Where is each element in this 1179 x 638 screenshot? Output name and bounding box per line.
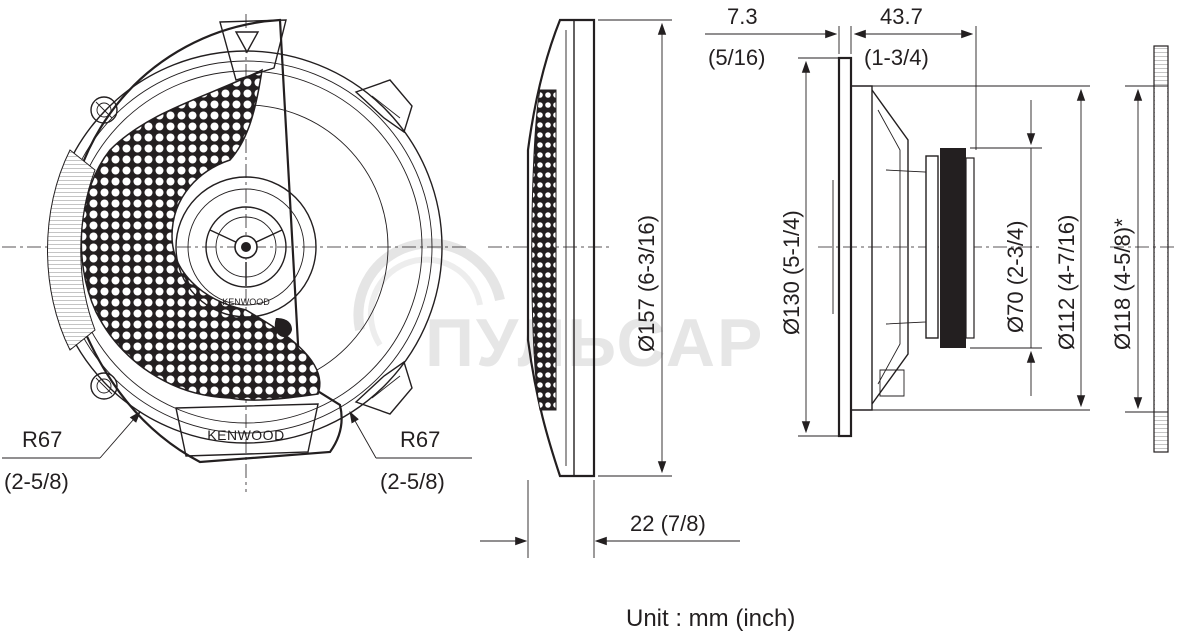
watermark-logo-icon <box>353 238 505 347</box>
tweeter-surround <box>175 176 317 318</box>
profile-basket-rim <box>850 85 873 411</box>
brand-plate <box>175 403 319 457</box>
mounting-tab-bottom <box>354 360 413 415</box>
front-view: KENWOOD KENWOOD <box>2 14 472 492</box>
profile-top-plate <box>925 155 939 339</box>
grille-mesh <box>80 68 321 401</box>
mounting-tab-top <box>354 79 413 134</box>
flange-diameter-label: Ø130 (5-1/4) <box>779 210 804 335</box>
screw-hole-top-icon <box>90 96 118 124</box>
terminal-drop-icon <box>274 318 292 338</box>
grille-ribbed-band <box>47 149 96 351</box>
flange-thickness-label: 7.3 <box>727 4 758 29</box>
profile-basket-cone <box>871 89 909 405</box>
cutout-diameter-label: Ø118 (4-5/8)* <box>1110 218 1135 350</box>
flange-thickness-inch-label: (5/16) <box>708 45 765 70</box>
watermark: ПУЛЬСАР <box>353 238 762 381</box>
side-view <box>480 18 740 558</box>
alignment-triangle-icon <box>234 31 260 54</box>
depth-label: 22 (7/8) <box>630 511 706 536</box>
profile-terminal <box>879 369 905 397</box>
mount-depth-inch-label: (1-3/4) <box>864 45 929 70</box>
radius-right-label: R67 <box>400 427 440 452</box>
magnet-diameter-label: Ø70 (2-3/4) <box>1003 221 1028 334</box>
profile-view <box>705 26 1090 438</box>
radius-right-inch-label: (2-5/8) <box>380 469 445 494</box>
grille-top-tab <box>219 19 287 81</box>
brand-plate-label: KENWOOD <box>207 427 284 443</box>
radius-left-label: R67 <box>22 427 62 452</box>
panel-cutout-gap <box>1155 86 1167 412</box>
side-grille-mesh <box>531 89 557 411</box>
unit-note: Unit : mm (inch) <box>626 605 795 632</box>
tweeter-bridge-icon <box>209 229 283 286</box>
side-grille-body <box>526 18 596 478</box>
outer-diameter-label: Ø157 (6-3/16) <box>634 215 659 352</box>
cutout-view <box>1110 45 1176 453</box>
radius-left-inch-label: (2-5/8) <box>4 469 69 494</box>
mount-depth-label: 43.7 <box>880 4 923 29</box>
screw-hole-bottom-icon <box>90 372 118 400</box>
profile-magnet <box>940 148 966 348</box>
tweeter-housing <box>205 206 287 288</box>
profile-basket-spoke <box>877 109 901 385</box>
radius-right-arrow <box>349 410 377 459</box>
profile-back-plate <box>965 157 975 339</box>
radius-left-arrow <box>99 411 141 459</box>
tweeter-ring <box>187 188 305 306</box>
tweeter-brand-label: KENWOOD <box>222 297 270 307</box>
basket-diameter-label: Ø112 (4-7/16) <box>1054 215 1079 350</box>
